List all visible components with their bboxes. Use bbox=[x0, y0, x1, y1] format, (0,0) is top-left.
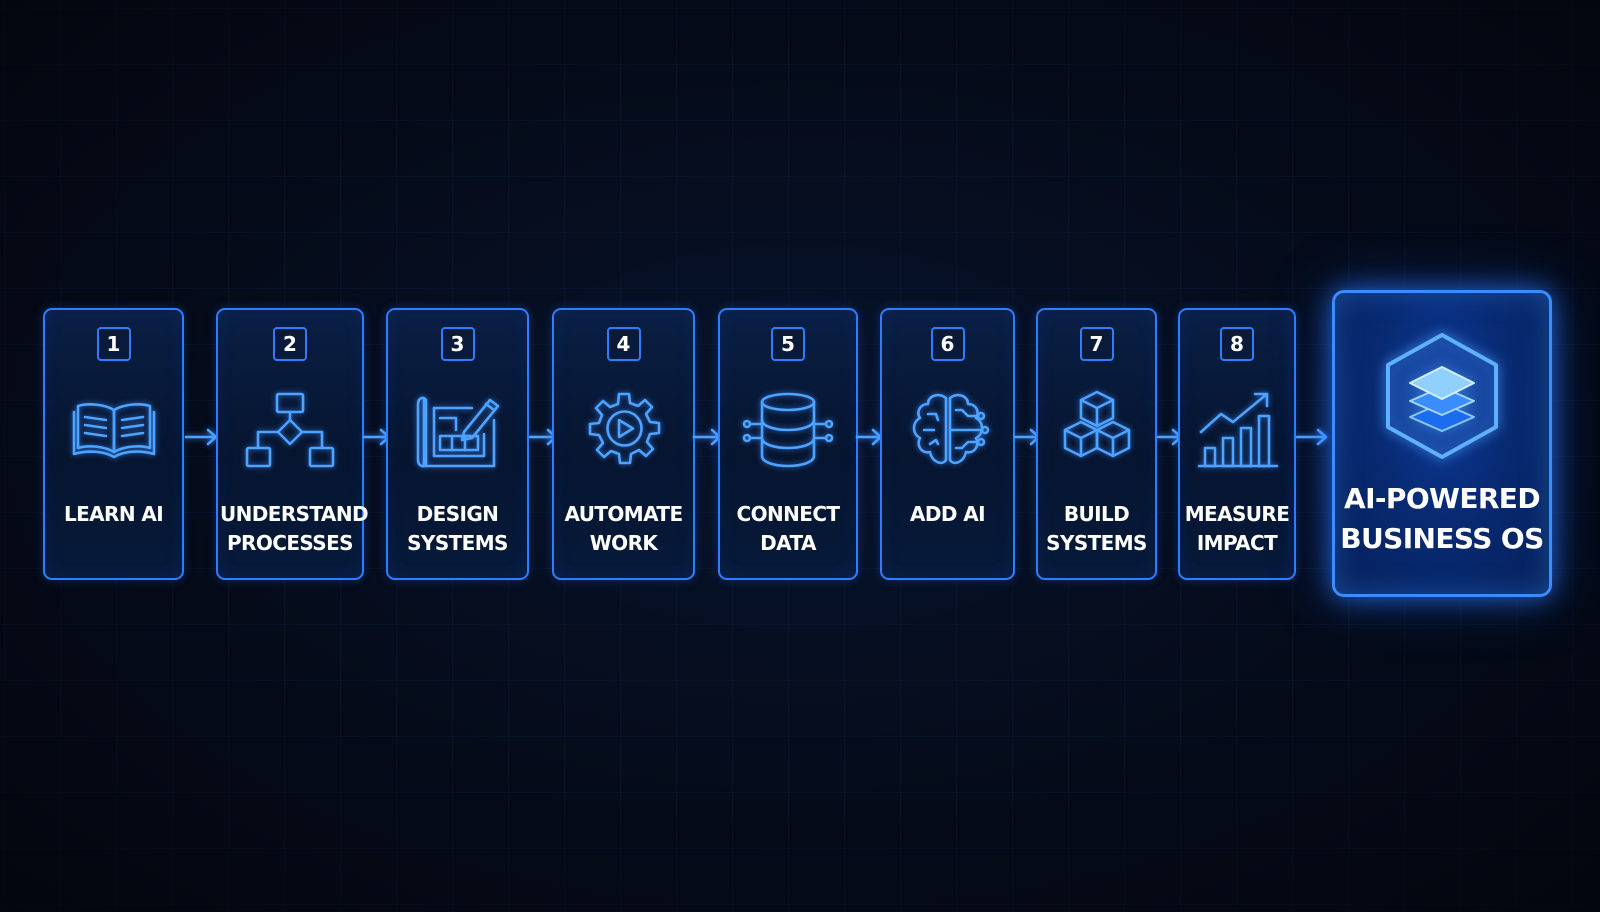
step-number: 1 bbox=[96, 327, 131, 361]
layered-hexagon-icon bbox=[1384, 331, 1500, 461]
step-card-understand-processes: 2 UNDERSTAND PROCESSES bbox=[216, 308, 369, 580]
step-number: 2 bbox=[273, 327, 307, 361]
step-label: CONNECT DATA bbox=[736, 502, 841, 555]
step-card-build-systems: 7 BUILD SYSTEMS bbox=[1036, 308, 1157, 580]
arrow-right-icon bbox=[1295, 425, 1328, 449]
step-label: LEARN AI bbox=[63, 502, 164, 526]
brain-circuit-icon bbox=[902, 386, 994, 478]
open-book-icon bbox=[68, 386, 160, 478]
cubes-icon bbox=[1051, 386, 1143, 478]
database-icon bbox=[742, 386, 834, 478]
step-card-design-systems: 3 DESIGN SYSTEMS bbox=[386, 308, 529, 580]
blueprint-pencil-icon bbox=[412, 386, 504, 478]
step-label: UNDERSTAND PROCESSES bbox=[220, 502, 369, 555]
final-card-ai-powered-business-os: AI-POWERED BUSINESS OS bbox=[1332, 290, 1552, 597]
arrow-right-icon bbox=[855, 425, 883, 449]
step-number: 6 bbox=[930, 327, 965, 361]
step-label: AUTOMATE WORK bbox=[564, 502, 683, 555]
growth-chart-icon bbox=[1191, 386, 1283, 478]
step-card-add-ai: 6 ADD AI bbox=[880, 308, 1015, 580]
step-number: 7 bbox=[1079, 327, 1114, 361]
step-label: MEASURE IMPACT bbox=[1184, 502, 1290, 555]
step-label: BUILD SYSTEMS bbox=[1046, 502, 1147, 555]
gear-play-icon bbox=[578, 386, 670, 478]
step-number: 5 bbox=[771, 327, 805, 361]
step-number: 8 bbox=[1220, 327, 1254, 361]
step-card-learn-ai: 1 LEARN AI bbox=[43, 308, 184, 580]
step-label: DESIGN SYSTEMS bbox=[407, 502, 508, 555]
step-card-connect-data: 5 CONNECT DATA bbox=[718, 308, 858, 580]
step-label: ADD AI bbox=[910, 502, 986, 526]
step-card-automate-work: 4 AUTOMATE WORK bbox=[552, 308, 695, 580]
step-card-measure-impact: 8 MEASURE IMPACT bbox=[1178, 308, 1296, 580]
step-number: 3 bbox=[440, 327, 475, 361]
arrow-right-icon bbox=[184, 425, 219, 449]
final-label: AI-POWERED BUSINESS OS bbox=[1340, 482, 1544, 555]
flowchart-icon bbox=[244, 386, 336, 478]
step-number: 4 bbox=[606, 327, 641, 361]
